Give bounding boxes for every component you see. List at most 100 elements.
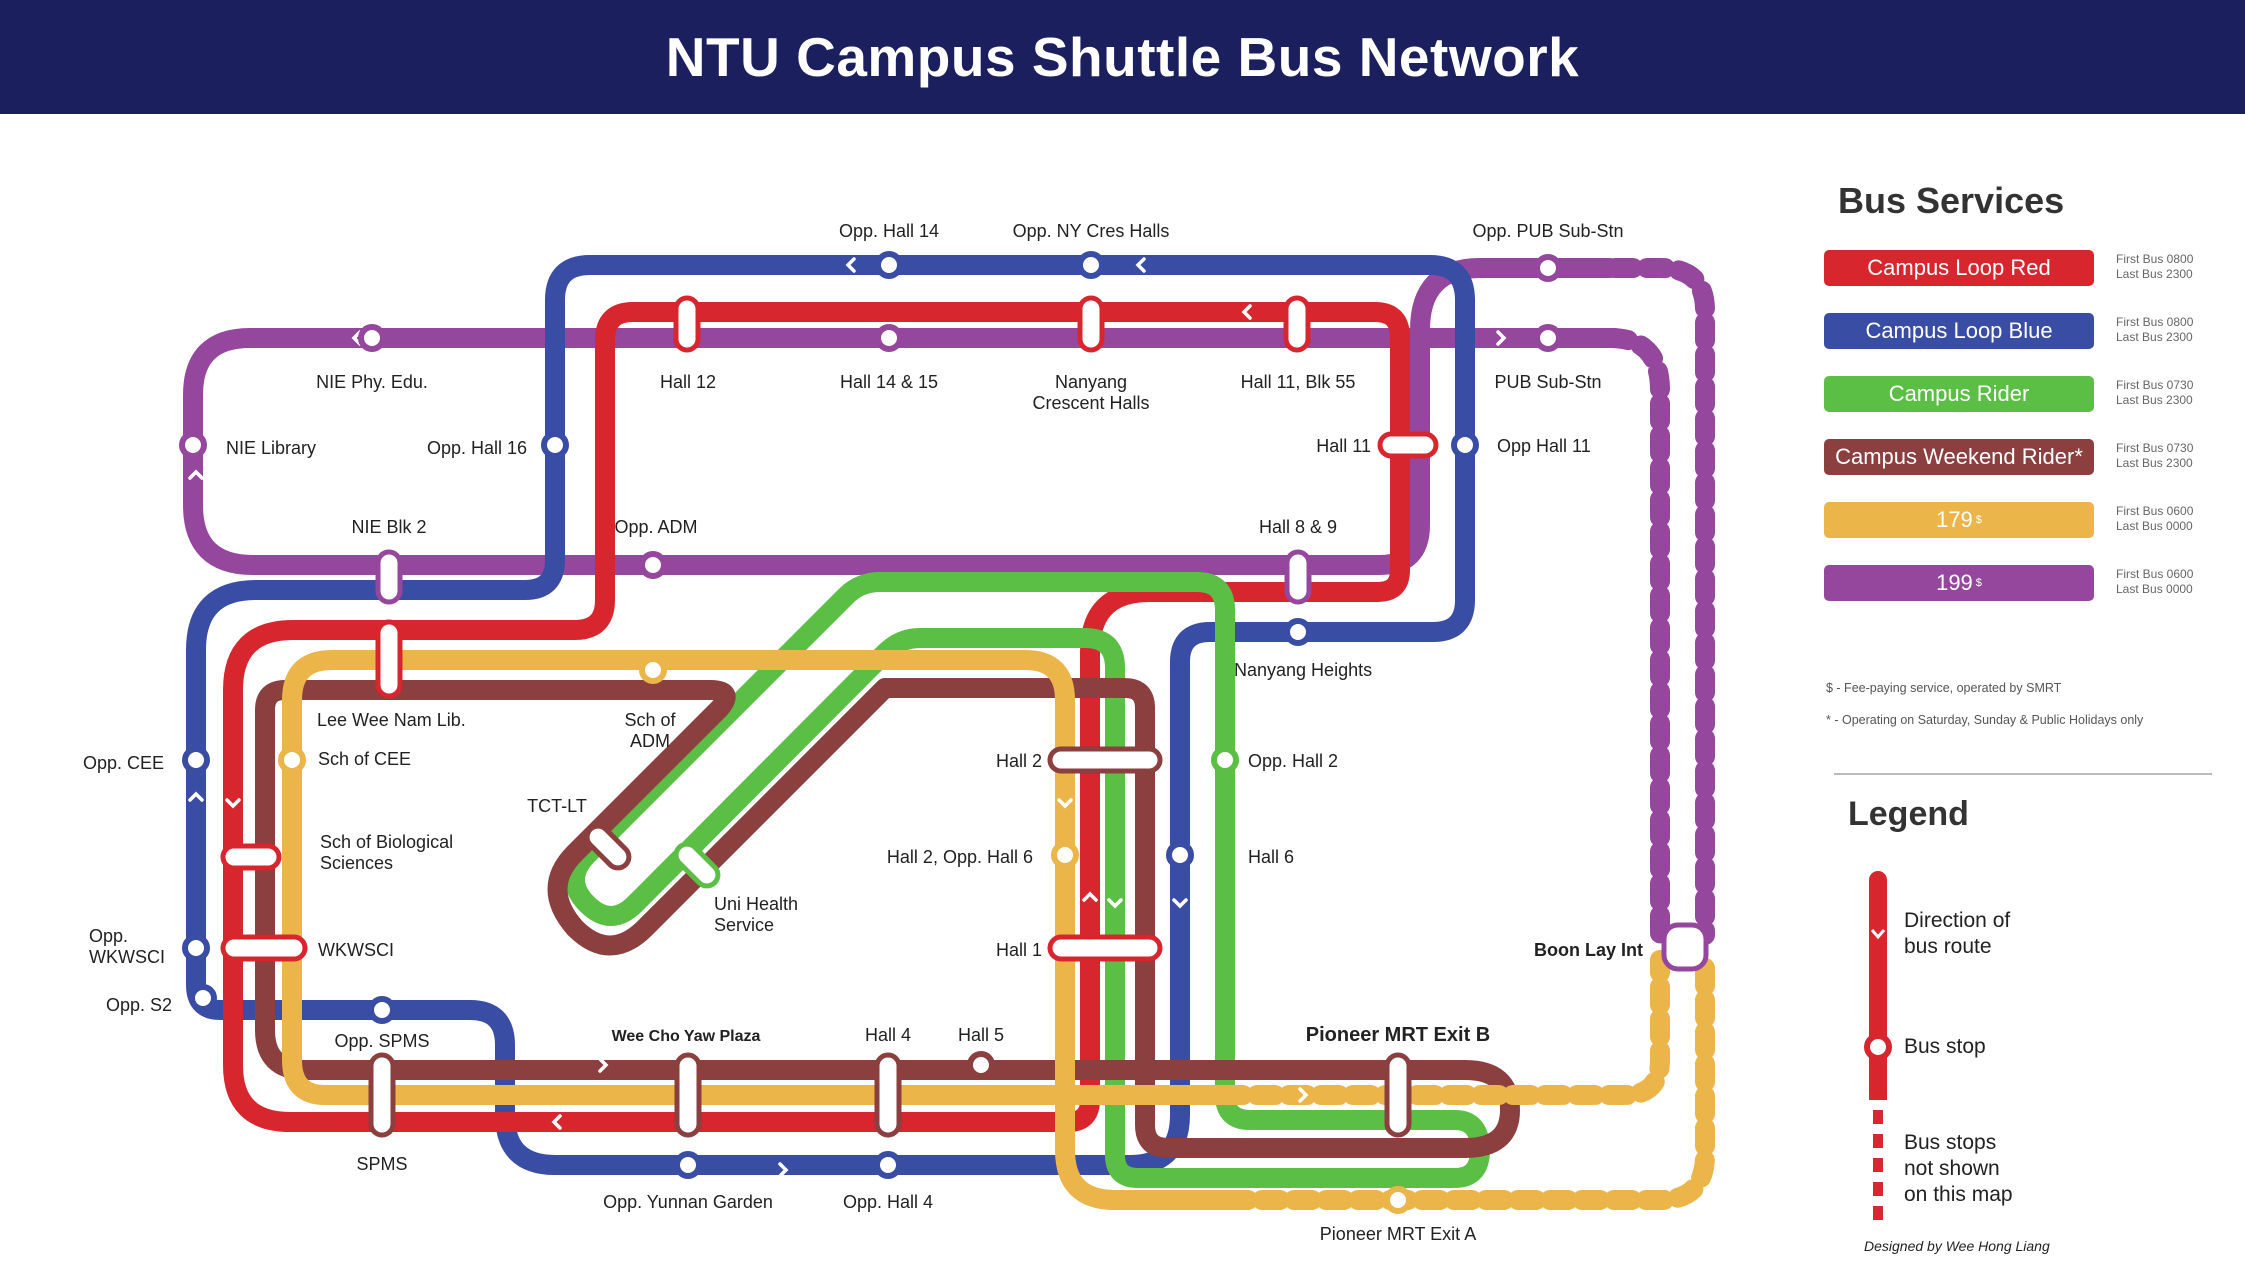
stop-sch-bio-sciences[interactable]: [220, 843, 282, 871]
stop-wee-cho-yaw-plaza[interactable]: [674, 1052, 702, 1138]
service-pill: Campus Weekend Rider*: [1824, 439, 2094, 475]
label-tct-lt: TCT-LT: [527, 796, 587, 816]
label-opp-spms: Opp. SPMS: [334, 1031, 429, 1051]
last-bus: Last Bus 2300: [2116, 456, 2193, 470]
stop-opp-hall-16[interactable]: [541, 431, 569, 459]
label-hall-4: Hall 4: [865, 1025, 911, 1045]
stop-tct-lt[interactable]: [583, 822, 634, 873]
stop-opp-ny-cres-halls[interactable]: [1077, 251, 1105, 279]
label-nanyang-crescent-halls-2: Crescent Halls: [1032, 393, 1149, 413]
service-name: Campus Weekend Rider*: [1835, 444, 2083, 469]
label-hall-6: Hall 6: [1248, 847, 1294, 867]
stop-opp-adm[interactable]: [639, 551, 667, 579]
label-pioneer-mrt-exit-b: Pioneer MRT Exit B: [1306, 1024, 1490, 1046]
stop-hall-5[interactable]: [967, 1051, 995, 1079]
label-sch-of-adm-2: ADM: [630, 731, 670, 751]
service-pill: 199$: [1824, 565, 2094, 601]
label-hall-12: Hall 12: [660, 372, 716, 392]
last-bus: Last Bus 0000: [2116, 519, 2193, 533]
legend-not-shown-line1: Bus stops: [1904, 1131, 1997, 1154]
stop-hall-12[interactable]: [673, 295, 701, 353]
route-campus-rider-green: [565, 572, 1490, 1188]
label-pub-sub-stn: PUB Sub-Stn: [1494, 372, 1601, 392]
service-pill: Campus Loop Red: [1824, 250, 2094, 286]
stop-boon-lay-int[interactable]: [1661, 922, 1709, 972]
stop-opp-hall-14[interactable]: [875, 251, 903, 279]
stop-pub-sub-stn[interactable]: [1534, 324, 1562, 352]
label-hall-2-opp-hall-6: Hall 2, Opp. Hall 6: [887, 847, 1033, 867]
stop-nie-library[interactable]: [179, 431, 207, 459]
stop-uni-health-service[interactable]: [672, 840, 723, 891]
stop-opp-hall-2[interactable]: [1211, 746, 1239, 774]
label-sch-bio-sci-2: Sciences: [320, 853, 393, 873]
stop-opp-hall-11[interactable]: [1451, 431, 1479, 459]
stop-pioneer-mrt-exit-a[interactable]: [1384, 1186, 1412, 1214]
stop-opp-wkwsci[interactable]: [182, 934, 210, 962]
first-bus: First Bus 0800: [2116, 315, 2194, 329]
stop-nanyang-crescent-halls[interactable]: [1077, 295, 1105, 353]
service-pill: Campus Loop Blue: [1824, 313, 2094, 349]
label-opp-hall-16: Opp. Hall 16: [427, 438, 527, 458]
stop-wkwsci[interactable]: [220, 934, 308, 962]
stop-opp-yunnan-garden[interactable]: [674, 1151, 702, 1179]
stop-hall-6[interactable]: [1166, 841, 1194, 869]
label-opp-hall-4: Opp. Hall 4: [843, 1192, 933, 1212]
first-bus: First Bus 0800: [2116, 252, 2194, 266]
stop-sch-of-cee[interactable]: [278, 746, 306, 774]
legend-direction-line2: bus route: [1904, 935, 1992, 958]
label-hall-14-15: Hall 14 & 15: [840, 372, 938, 392]
stop-hall-14-15[interactable]: [875, 324, 903, 352]
label-opp-pub-sub-stn: Opp. PUB Sub-Stn: [1472, 221, 1623, 241]
stop-opp-pub-sub-stn[interactable]: [1534, 254, 1562, 282]
stop-hall-2[interactable]: [1047, 746, 1163, 774]
stop-spms[interactable]: [368, 1052, 396, 1138]
stop-lee-wee-nam-lib[interactable]: [375, 619, 403, 699]
label-sch-of-cee: Sch of CEE: [318, 749, 411, 769]
stop-nie-phy-edu[interactable]: [358, 324, 386, 352]
label-wee-cho-yaw-plaza: Wee Cho Yaw Plaza: [612, 1028, 761, 1045]
service-name: Campus Loop Blue: [1865, 318, 2053, 343]
stop-hall-11[interactable]: [1377, 431, 1439, 459]
stop-pioneer-mrt-exit-b[interactable]: [1384, 1052, 1412, 1138]
legend-symbols: [1864, 871, 1892, 1220]
label-hall-11: Hall 11: [1316, 436, 1371, 456]
stop-opp-s2[interactable]: [189, 984, 217, 1012]
stop-opp-hall-4[interactable]: [874, 1151, 902, 1179]
fee-marker: $: [1975, 514, 1982, 526]
label-nanyang-crescent-halls-1: Nanyang: [1055, 372, 1127, 392]
service-name: 179: [1936, 507, 1973, 532]
stop-hall-4[interactable]: [874, 1052, 902, 1138]
stop-nie-blk-2[interactable]: [375, 549, 403, 605]
side-panel: Bus Services Campus Loop Red First Bus 0…: [1818, 170, 2238, 1270]
label-hall-11-blk-55: Hall 11, Blk 55: [1241, 372, 1356, 392]
stop-opp-spms[interactable]: [368, 996, 396, 1024]
label-hall-5: Hall 5: [958, 1025, 1004, 1045]
stop-hall-2-opp-hall-6[interactable]: [1051, 841, 1079, 869]
stop-sch-of-adm[interactable]: [639, 656, 667, 684]
label-opp-hall-11: Opp Hall 11: [1497, 436, 1591, 456]
fee-marker: $: [1975, 577, 1982, 589]
stop-labels: Opp. Hall 14 Opp. NY Cres Halls Opp. PUB…: [83, 221, 1643, 1244]
service-name: Campus Rider: [1888, 381, 2030, 406]
stop-hall-11-blk-55[interactable]: [1283, 295, 1311, 353]
stop-hall-1[interactable]: [1047, 934, 1163, 962]
first-bus: First Bus 0600: [2116, 504, 2194, 518]
label-spms: SPMS: [356, 1154, 407, 1174]
stop-nanyang-heights[interactable]: [1284, 618, 1312, 646]
title-bar: NTU Campus Shuttle Bus Network: [0, 0, 2245, 114]
legend-stop-symbol: [1864, 1033, 1892, 1061]
first-bus: First Bus 0600: [2116, 567, 2194, 581]
stop-opp-cee[interactable]: [182, 746, 210, 774]
stop-hall-8-9[interactable]: [1284, 549, 1312, 605]
legend-heading: Legend: [1848, 795, 1969, 833]
first-bus: First Bus 0730: [2116, 378, 2194, 392]
